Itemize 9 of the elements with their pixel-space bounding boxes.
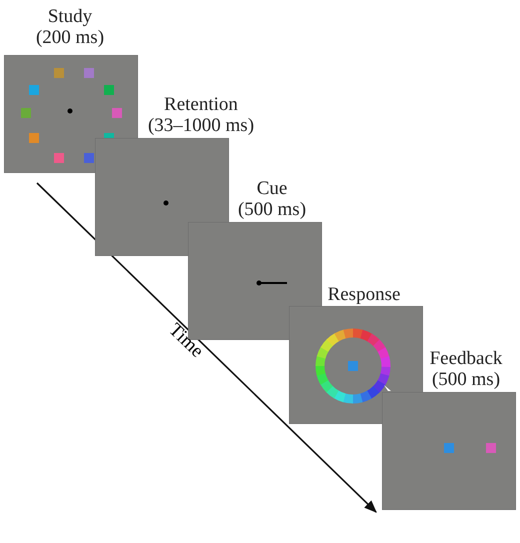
screen-title: (500 ms) xyxy=(236,199,308,220)
screen-title: Retention xyxy=(163,94,239,115)
screen-title: (200 ms) xyxy=(34,27,106,48)
screen-title: Cue xyxy=(256,178,288,199)
screen-title: Response xyxy=(326,284,402,305)
screen-title: Study xyxy=(46,6,94,27)
screen-title: Feedback xyxy=(428,348,504,369)
screen-title: (33–1000 ms) xyxy=(146,115,256,136)
screen-title: (500 ms) xyxy=(430,369,502,390)
